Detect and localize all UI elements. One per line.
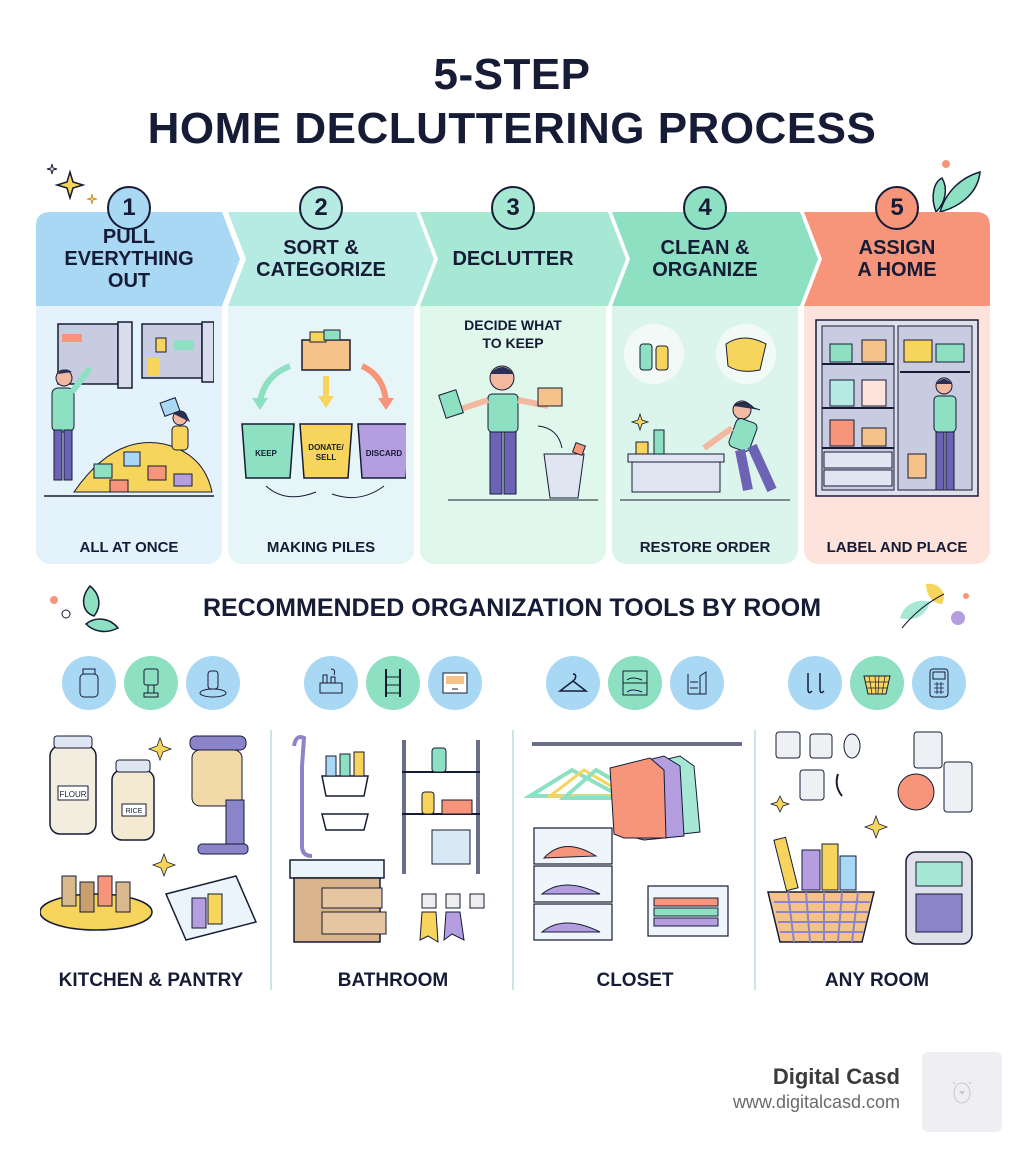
shelf-divider-icon [670, 656, 724, 710]
divider [512, 730, 514, 990]
room-closet: CLOSET [514, 656, 756, 996]
svg-text:DISCARD: DISCARD [366, 449, 403, 458]
basket-icon [850, 656, 904, 710]
step-footer: LABEL AND PLACE [826, 539, 968, 556]
steps-row: 1 PULL EVERYTHING OUT [36, 186, 990, 564]
step-2: 2 SORT & CATEGORIZE KEEP DONATE/ SELL DI… [228, 186, 434, 564]
adhesive-hooks-icon [788, 656, 842, 710]
shower-caddy-icon [304, 656, 358, 710]
people-emptying-cabinets-illustration [44, 321, 214, 497]
person-cleaning-illustration [620, 324, 790, 501]
brand-logo [922, 1052, 1002, 1132]
jar-icon [62, 656, 116, 710]
bathroom-tools-illustration [289, 735, 485, 943]
cereal-dispenser-icon [124, 656, 178, 710]
kitchen-tools-illustration: FLOUR RICE [40, 735, 258, 941]
any-room-tools-illustration [767, 731, 973, 945]
tools-section-title: RECOMMENDED ORGANIZATION TOOLS BY ROOM [202, 594, 822, 622]
person-deciding-illustration [438, 365, 598, 501]
sorting-bins-illustration: KEEP DONATE/ SELL DISCARD [241, 329, 406, 499]
room-kitchen-pantry: FLOUR RICE KITCHEN & PANTRY [30, 656, 272, 996]
step-title: PULL EVERYTHING OUT [64, 226, 194, 292]
brand-name: Digital Casd [772, 1064, 900, 1089]
step-1: 1 PULL EVERYTHING OUT [36, 186, 240, 564]
step-title: CLEAN & ORGANIZE [652, 237, 758, 281]
step-number-badge: 4 [683, 186, 727, 230]
sparkle-icon [46, 163, 98, 205]
shoe-rack-icon [608, 656, 662, 710]
title-line-2: HOME DECLUTTERING PROCESS [147, 104, 877, 153]
step-title: SORT & CATEGORIZE [256, 237, 386, 281]
step-5: 5 ASSIGN A HOME [804, 186, 990, 564]
divider [270, 730, 272, 990]
step-number-badge: 5 [875, 186, 919, 230]
step-number-badge: 1 [107, 186, 151, 230]
svg-text:KEEP: KEEP [255, 449, 277, 458]
room-label: KITCHEN & PANTRY [58, 970, 244, 991]
step-title: DECLUTTER [452, 248, 574, 270]
hanger-icon [546, 656, 600, 710]
page-title: 5-STEP HOME DECLUTTERING PROCESS [0, 48, 1024, 156]
svg-text:DONATE/: DONATE/ [308, 443, 344, 452]
lazy-susan-icon [186, 656, 240, 710]
leaf-icon [900, 583, 969, 629]
step-title: ASSIGN A HOME [857, 237, 937, 281]
divider [754, 730, 756, 990]
room-any-room: ANY ROOM [756, 656, 998, 996]
step-number-badge: 2 [299, 186, 343, 230]
label-maker-icon [912, 656, 966, 710]
drawer-organizer-icon [428, 656, 482, 710]
bear-logo-icon [953, 1082, 971, 1104]
svg-text:SELL: SELL [316, 453, 337, 462]
step-footer: RESTORE ORDER [639, 539, 771, 556]
title-line-1: 5-STEP [433, 50, 591, 99]
room-label: BATHROOM [337, 970, 449, 991]
step-footer: MAKING PILES [266, 539, 376, 556]
room-bathroom: BATHROOM [272, 656, 514, 996]
ladder-shelf-icon [366, 656, 420, 710]
room-label: CLOSET [596, 970, 674, 991]
person-organizing-closet-illustration [815, 319, 979, 497]
step-subtitle: DECIDE WHAT TO KEEP [464, 317, 562, 351]
brand-url[interactable]: www.digitalcasd.com [732, 1092, 900, 1112]
leaf-icon [50, 584, 120, 633]
room-label: ANY ROOM [824, 970, 930, 991]
svg-text:RICE: RICE [126, 808, 143, 815]
step-footer: ALL AT ONCE [79, 539, 179, 556]
leaf-icon [932, 160, 981, 214]
step-4: 4 CLEAN & ORGANIZE RESTORE ORDER [612, 186, 818, 564]
closet-tools-illustration [524, 742, 742, 941]
step-3: 3 DECLUTTER DECIDE WHAT TO KEEP [420, 186, 626, 564]
brand-block: Digital Casd www.digitalcasd.com [700, 1064, 900, 1113]
step-number-badge: 3 [491, 186, 535, 230]
svg-text:FLOUR: FLOUR [59, 790, 86, 799]
rooms-grid: FLOUR RICE KITCHEN & PANTRY [30, 656, 1000, 996]
